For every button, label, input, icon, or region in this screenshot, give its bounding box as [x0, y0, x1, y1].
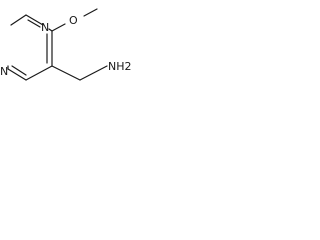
methoxy-group: [51, 8, 98, 32]
bond-c5-ch2: [51, 65, 81, 81]
bond-c2-n3-inner: [27, 19, 41, 28]
bond-ch2-n: [79, 65, 108, 81]
atom-label-o: O: [69, 14, 78, 27]
atom-label-nh2: NH2: [108, 60, 132, 73]
bond-c2-n3-outer: [25, 14, 44, 26]
aminomethyl-group: [51, 65, 108, 81]
bond-o-ch3: [83, 8, 98, 17]
bond-c4-o: [51, 23, 66, 32]
bond-n3-c4: [48, 28, 53, 32]
atom-label-n1: N: [0, 65, 8, 78]
bond-n1-c2: [10, 14, 27, 26]
atom-label-n3: N: [41, 21, 49, 34]
bond-c6-n1-outer: [7, 68, 27, 81]
structure-diagram: N N O NH2: [0, 8, 132, 81]
bond-c5-c6: [25, 65, 53, 81]
bond-c6-n1-inner: [11, 65, 27, 76]
pyrimidine-ring: [7, 14, 53, 81]
